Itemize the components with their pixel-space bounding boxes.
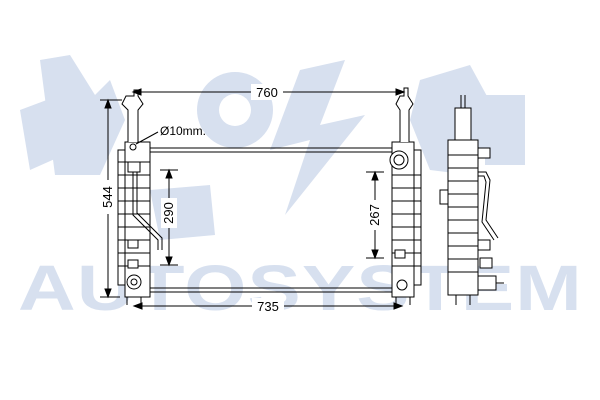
dim-top-label: 760: [256, 85, 278, 100]
dim-left-inner-bg: [161, 198, 177, 228]
side-view-fins: [448, 154, 478, 273]
left-hose: [132, 165, 159, 250]
side-bottom-sensor: [477, 275, 497, 291]
hole-leader: [135, 131, 159, 145]
left-tank: [117, 89, 163, 305]
hole-diameter-label: Ø10mm.: [160, 124, 206, 138]
dim-bottom-bg: [252, 298, 284, 314]
hole-10mm: [129, 143, 137, 151]
right-top-mount: [395, 87, 414, 142]
dim-bottom-label: 735: [257, 299, 279, 314]
dim-left-inner-label: 290: [161, 202, 176, 224]
side-hose: [478, 171, 499, 239]
left-drain-outlet: [126, 274, 142, 290]
dim-top-bg: [251, 84, 283, 100]
dim-height-label: 544: [100, 186, 115, 208]
dim-right-inner-bg: [367, 200, 383, 230]
left-top-mount: [121, 89, 144, 142]
right-tank: [389, 87, 422, 305]
right-inlet: [389, 150, 409, 170]
right-lower-fitting: [396, 279, 408, 291]
radiator-front-view: [117, 87, 422, 305]
dim-right-inner-label: 267: [367, 204, 382, 226]
radiator-side-view: [439, 95, 504, 305]
dim-height-bg: [100, 180, 116, 214]
